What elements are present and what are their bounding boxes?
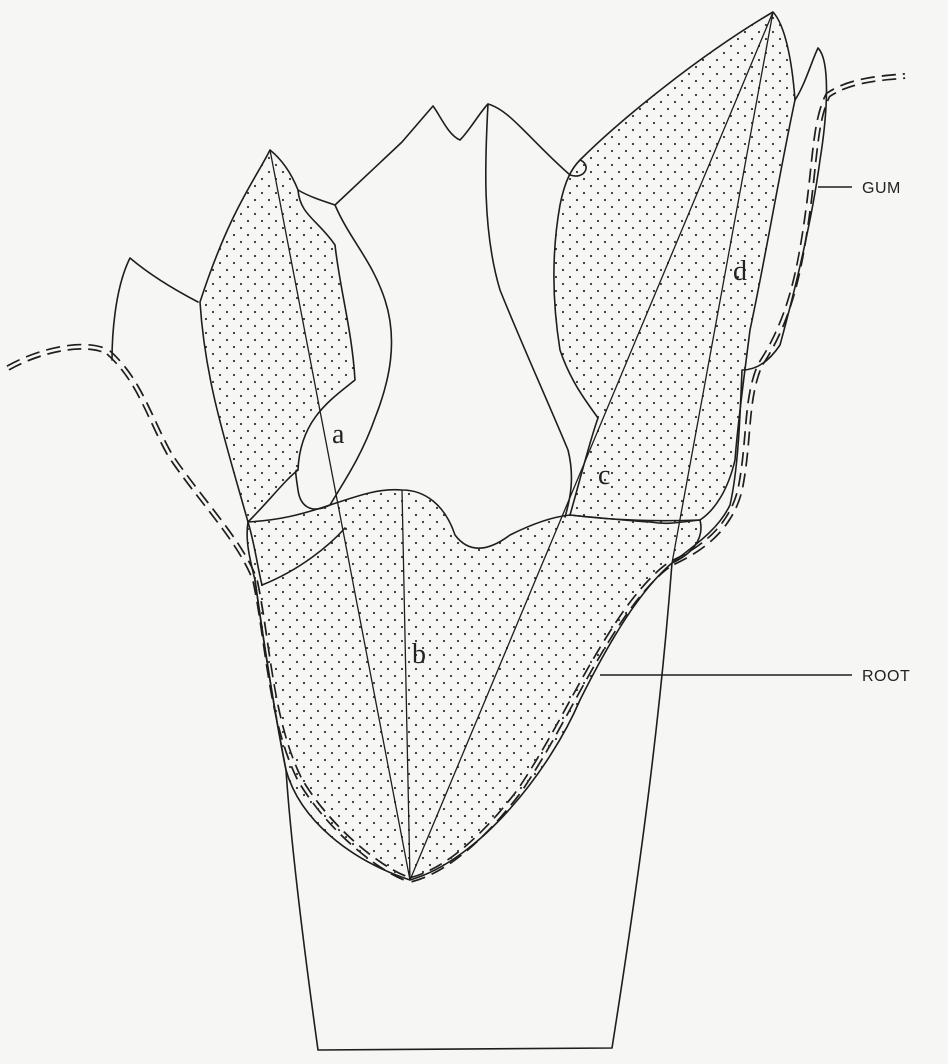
label-d: d: [733, 256, 747, 287]
gum-label: GUM: [862, 180, 901, 197]
left-cusp-outline: [112, 258, 198, 360]
label-b: b: [412, 639, 426, 670]
label-c: c: [598, 460, 610, 491]
label-a: a: [332, 419, 345, 450]
occlusal-ridge-outline: [335, 104, 586, 205]
cusp-a-region: [200, 150, 355, 522]
root-label: ROOT: [862, 668, 910, 685]
cusp-b-region: [247, 490, 701, 880]
